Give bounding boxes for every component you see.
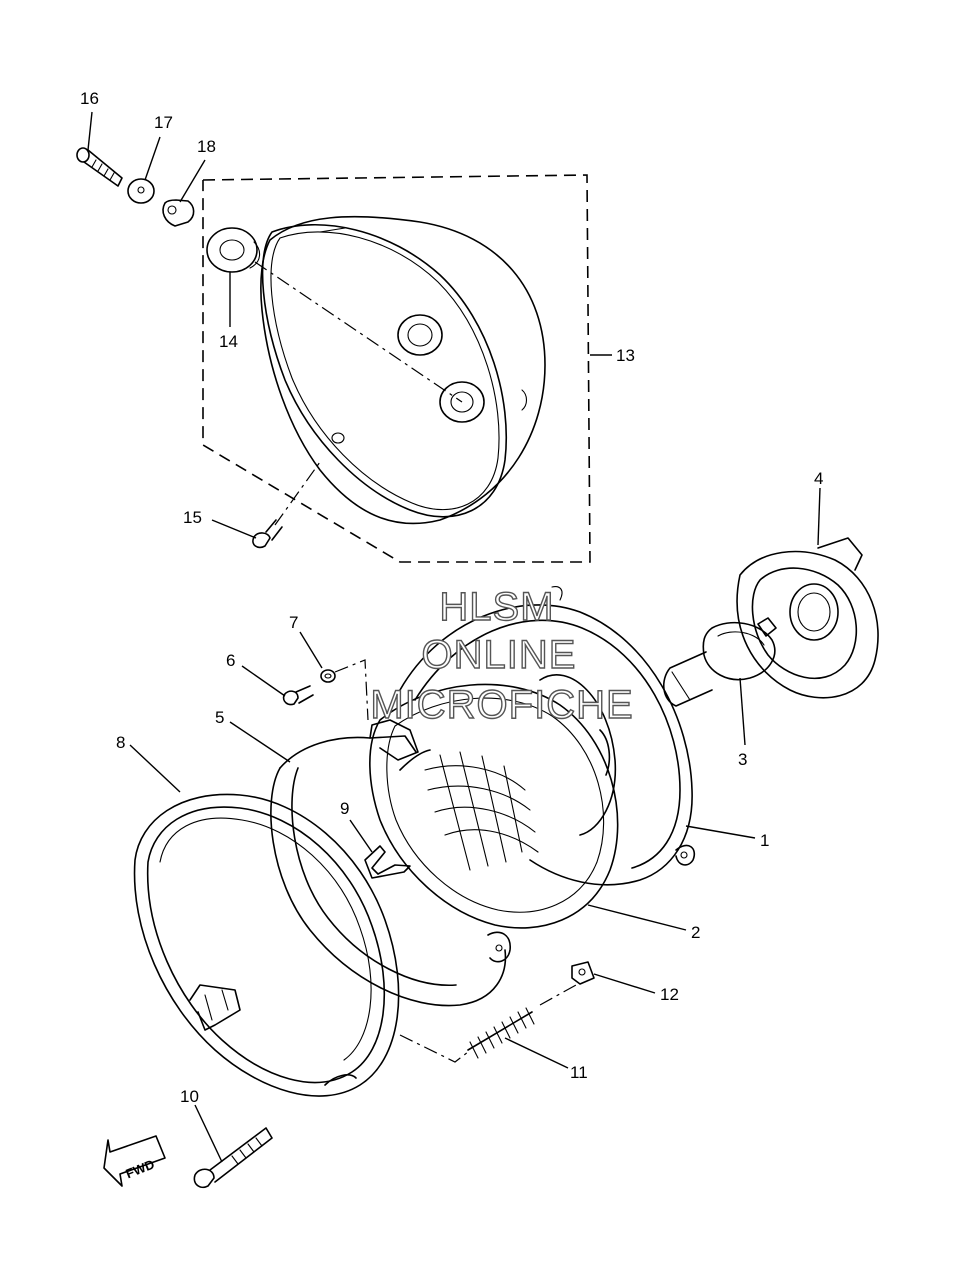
rim-8 (133, 793, 400, 1097)
callout-4: 4 (814, 469, 823, 488)
nut-12 (571, 961, 595, 985)
callout-7: 7 (289, 613, 298, 632)
spring-11 (467, 1007, 535, 1059)
headlight-case-5 (270, 719, 511, 1007)
callout-17: 17 (154, 113, 173, 132)
screw-6 (282, 685, 314, 706)
callout-13: 13 (616, 346, 635, 365)
headlight-unit-1 (399, 586, 695, 886)
washer-17 (127, 178, 155, 204)
spring-alignment-line (539, 984, 577, 1006)
rim-spring-alignment-line (399, 1034, 469, 1063)
callout-14: 14 (219, 332, 238, 351)
fwd-direction-arrow: FWD (103, 1135, 166, 1187)
callout-6: 6 (226, 651, 235, 670)
callout-2: 2 (691, 923, 700, 942)
callout-1: 1 (760, 831, 769, 850)
callout-12: 12 (660, 985, 679, 1004)
callout-16: 16 (80, 89, 99, 108)
clip-9 (364, 845, 411, 879)
watermark-line-1: HLSM (439, 585, 554, 629)
bulb-3 (663, 617, 777, 707)
socket-cover-4 (736, 537, 879, 699)
callout-numbers: 16 17 18 14 13 15 4 7 6 5 8 3 1 9 2 12 1… (80, 89, 823, 1106)
headlight-shell (260, 215, 546, 525)
leader-lines (87, 111, 821, 1163)
screw-15-alignment-line (274, 461, 321, 526)
screw-15 (252, 519, 283, 549)
grommet-14 (206, 227, 261, 273)
watermark-line-3: MICROFICHE (370, 683, 633, 727)
callout-11: 11 (570, 1063, 588, 1082)
lens-2 (369, 683, 619, 929)
shell-assembly-group-box (202, 174, 591, 563)
callout-15: 15 (183, 508, 202, 527)
watermark: HLSM ONLINE MICROFICHE (370, 584, 634, 727)
callout-3: 3 (738, 750, 747, 769)
grommet-alignment-line (254, 261, 463, 403)
watermark-line-2: ONLINE (422, 633, 577, 677)
collar-18 (162, 199, 195, 227)
nut-7-alignment-line (334, 659, 369, 721)
screw-16 (76, 147, 123, 187)
callout-8: 8 (116, 733, 125, 752)
callout-9: 9 (340, 799, 349, 818)
screw-10 (193, 1127, 273, 1189)
nut-7 (320, 669, 336, 683)
fwd-label: FWD (124, 1156, 157, 1181)
callout-5: 5 (215, 708, 224, 727)
callout-10: 10 (180, 1087, 199, 1106)
callout-18: 18 (197, 137, 216, 156)
